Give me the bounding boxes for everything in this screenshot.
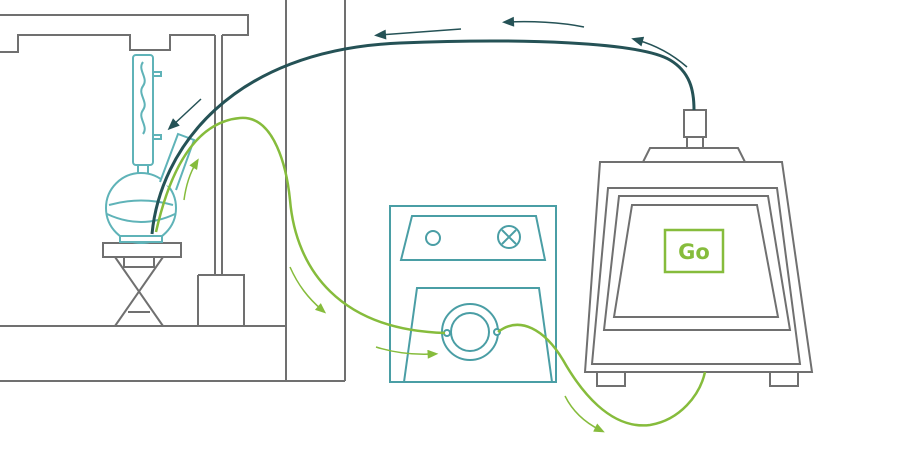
arrow-icon <box>289 266 327 314</box>
arrow-icon <box>502 16 585 28</box>
water-flow-arrows <box>183 158 605 433</box>
lab-jack-icon <box>100 242 182 327</box>
fume-hood <box>0 0 346 382</box>
vacuum-flow-arrows <box>167 16 688 131</box>
pump-icon <box>389 205 557 383</box>
vacuum-line <box>150 39 696 235</box>
water-line <box>154 116 707 427</box>
go-button-label: Go <box>678 240 710 264</box>
arrow-icon <box>564 395 605 433</box>
condenser-icon <box>132 54 162 178</box>
arrow-icon <box>374 28 462 40</box>
arrow-icon <box>375 346 439 359</box>
arrow-icon <box>183 158 199 201</box>
go-button[interactable]: Go <box>663 228 725 274</box>
arrow-icon <box>631 36 688 68</box>
arrow-icon <box>167 98 202 131</box>
